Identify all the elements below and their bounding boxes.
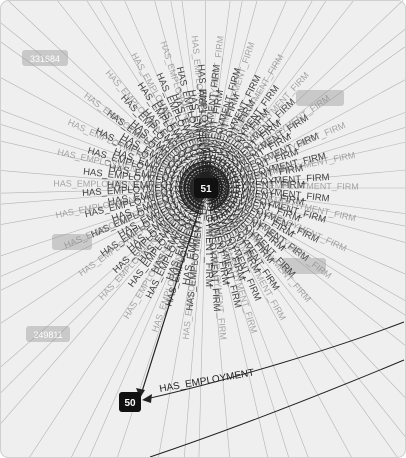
edge-has-employment-firm[interactable] xyxy=(205,187,406,243)
edge-has-employment-firm[interactable] xyxy=(205,187,406,275)
edge-has-employment-firm[interactable] xyxy=(205,79,406,189)
edge-has-employment-firm[interactable] xyxy=(154,0,207,189)
edge-has-employment-firm[interactable] xyxy=(0,77,207,189)
edge-hub-to-target[interactable] xyxy=(139,196,204,399)
edge-label: HAS_EMPLOYMENT_FIRM xyxy=(203,161,214,287)
edge-label: HAS_EMPLOYMENT_FIRM xyxy=(53,178,167,189)
edge-has-employment-firm[interactable] xyxy=(205,28,406,189)
edge-has-employment-firm[interactable] xyxy=(205,187,399,458)
edge-label: HAS_EMPLOYMENT_FIRM xyxy=(245,180,359,191)
edge-has-employment-firm[interactable] xyxy=(0,187,207,394)
ghost-node-label: 331684 xyxy=(30,54,60,64)
edge-has-employment-firm[interactable] xyxy=(0,187,207,277)
edge-has-employment-firm[interactable] xyxy=(205,141,406,189)
edge-has-employment-firm[interactable] xyxy=(205,0,258,189)
edge-has-employment-firm[interactable] xyxy=(181,0,207,189)
edge-label: HAS_EMPLOYMENT_FIRM xyxy=(179,180,305,191)
edge-has-employment-firm[interactable] xyxy=(205,126,406,189)
edge-has-employment-firm[interactable] xyxy=(205,0,313,189)
arrowhead-icon xyxy=(136,388,145,398)
edge-has-employment-firm[interactable] xyxy=(205,187,230,458)
edge-has-employment-firm[interactable] xyxy=(205,0,207,189)
edge-has-employment-firm[interactable] xyxy=(0,187,207,324)
edge-has-employment-firm[interactable] xyxy=(0,123,207,189)
edge-label: HAS_EMPLOYMENT_FIRM xyxy=(107,180,233,191)
edge-has-employment-firm[interactable] xyxy=(183,187,207,458)
node-hub-label: 51 xyxy=(200,184,212,195)
edge-has-employment-firm[interactable] xyxy=(205,0,231,189)
edge-has-employment-firm[interactable] xyxy=(205,187,290,458)
edge-has-employment-firm[interactable] xyxy=(99,0,207,189)
edge-has-employment-firm[interactable] xyxy=(205,187,353,458)
edge-has-employment-firm[interactable] xyxy=(205,187,309,458)
edge-has-employment-firm[interactable] xyxy=(88,187,207,458)
ghost-node[interactable] xyxy=(52,234,92,250)
edge-has-employment-firm[interactable] xyxy=(0,187,207,194)
edge-has-employment-firm[interactable] xyxy=(205,187,406,438)
edge-has-employment-firm[interactable] xyxy=(205,0,404,189)
ghost-node[interactable]: 331684 xyxy=(22,50,68,66)
edge-has-employment-firm[interactable] xyxy=(0,187,207,425)
arrowhead-icon xyxy=(142,394,152,403)
edge-has-employment-firm[interactable] xyxy=(205,187,269,458)
edge-has-employment-firm[interactable] xyxy=(205,187,406,399)
edge-has-employment-firm[interactable] xyxy=(28,187,207,458)
edge-has-employment-firm[interactable] xyxy=(7,0,207,189)
edge-has-employment-firm[interactable] xyxy=(205,187,406,347)
ghost-node-label: 249811 xyxy=(33,330,62,340)
edge-has-employment-firm[interactable] xyxy=(205,187,406,302)
ghost-node[interactable] xyxy=(282,258,326,274)
edge-has-employment-firm[interactable] xyxy=(0,109,207,189)
edge-has-employment-firm[interactable] xyxy=(0,187,207,205)
edge-has-employment-firm[interactable] xyxy=(56,0,207,189)
edge-has-employment[interactable] xyxy=(145,321,405,400)
edge-has-employment-firm[interactable] xyxy=(205,187,406,214)
node-hub[interactable]: 51 xyxy=(194,178,218,198)
edge-has-employment-firm[interactable] xyxy=(205,187,406,227)
edge-has-employment-firm[interactable] xyxy=(205,0,287,189)
edge-has-employment-firm[interactable] xyxy=(86,0,207,189)
edge-has-employment-firm[interactable] xyxy=(0,187,207,291)
edge-has-employment-firm[interactable] xyxy=(0,187,207,368)
edge-has-employment-firm[interactable] xyxy=(124,0,207,189)
edge-has-employment-firm[interactable] xyxy=(0,187,207,257)
edge-has-employment-firm[interactable] xyxy=(205,0,327,189)
edge-has-employment-firm[interactable] xyxy=(0,41,207,189)
edge-has-employment-firm[interactable] xyxy=(0,187,207,225)
edge-has-employment-firm[interactable] xyxy=(205,187,406,316)
ghost-node[interactable]: 249811 xyxy=(26,326,70,342)
edge-has-employment-firm[interactable] xyxy=(0,21,207,189)
node-target-label: 50 xyxy=(124,398,136,409)
edge-has-employment-firm[interactable] xyxy=(158,187,207,458)
edge-has-employment-firm[interactable] xyxy=(0,140,207,189)
edge-has-employment-firm[interactable] xyxy=(70,187,207,458)
ghost-node[interactable] xyxy=(296,90,344,106)
node-target[interactable]: 50 xyxy=(119,392,141,412)
edge-lower-curve[interactable] xyxy=(149,359,405,458)
edge-has-employment-firm[interactable] xyxy=(205,111,406,189)
edge-has-employment-firm[interactable] xyxy=(205,169,406,189)
edge-has-employment-firm[interactable] xyxy=(205,45,406,189)
edge-label: HAS_EMPLOYMENT_FIRM xyxy=(198,89,209,215)
edge-has-employment-firm[interactable] xyxy=(205,0,243,189)
edge-has-employment-firm[interactable] xyxy=(170,0,207,189)
edge-has-employment-firm[interactable] xyxy=(198,187,207,458)
ghost-node-layer: 331684 249811 xyxy=(22,50,344,342)
edge-has-employment-firm[interactable] xyxy=(0,170,207,189)
edge-has-employment-firm[interactable] xyxy=(205,0,355,189)
